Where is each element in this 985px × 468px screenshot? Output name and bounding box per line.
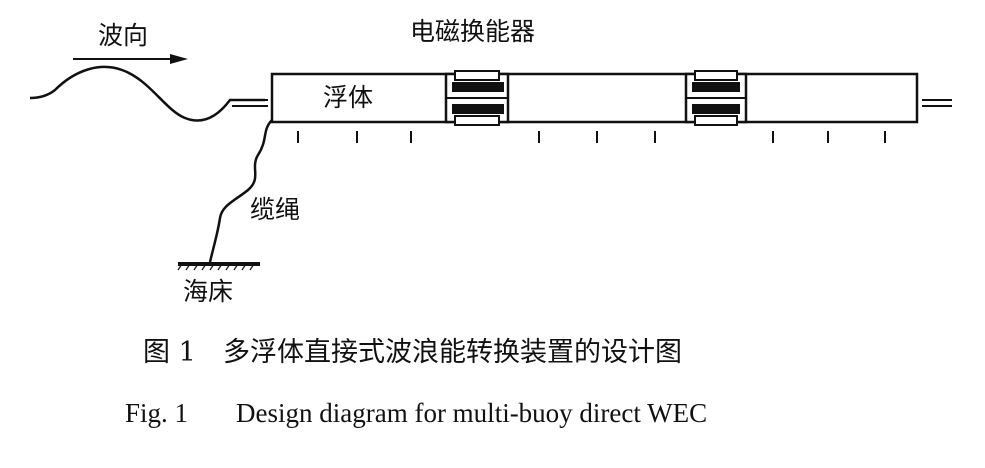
mooring-cable (208, 119, 273, 263)
seabed-ground (177, 262, 260, 271)
caption-cn-text: 多浮体直接式波浪能转换装置的设计图 (223, 337, 682, 368)
water-level-marks-right (922, 99, 952, 107)
buoy-body (270, 72, 919, 124)
transducer-label: 电磁换能器 (410, 17, 535, 46)
wave (29, 65, 265, 122)
buoy-label: 浮体 (323, 83, 373, 112)
caption-en-text: Design diagram for multi-buoy direct WEC (236, 398, 707, 428)
buoy-tick-marks (297, 131, 886, 143)
transducer-2 (684, 70, 748, 126)
caption-cn-number: 图 1 (143, 337, 196, 368)
caption-en-number: Fig. 1 (125, 398, 188, 428)
seabed-label: 海床 (183, 277, 233, 306)
transducer-1 (444, 70, 510, 126)
cable-label: 缆绳 (250, 195, 300, 224)
water-level-marks-left (232, 99, 268, 107)
wave-direction-label: 波向 (98, 21, 148, 50)
wave-direction-arrow (73, 54, 188, 64)
